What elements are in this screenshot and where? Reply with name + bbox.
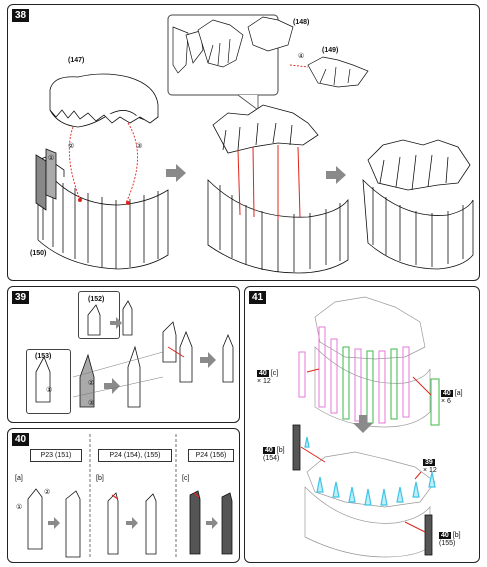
step-40-badge: 40	[12, 433, 30, 446]
progress-arrow-2	[326, 166, 346, 184]
circled-40-1: ①	[16, 504, 23, 511]
sub-a: [a]	[15, 475, 23, 482]
progress-arrow-1	[166, 164, 186, 182]
label-153: (153)	[35, 353, 52, 360]
step-38-panel: 38	[7, 4, 480, 281]
left-tower-drawing	[35, 148, 169, 270]
label-147: (147)	[68, 57, 85, 64]
step-39-illustration	[35, 300, 234, 408]
label-149: (149)	[322, 47, 339, 54]
ref-box-b: P24 (154), (155)	[98, 449, 172, 462]
step-39-panel: 39 (152) (153) ① ② ③	[7, 286, 240, 423]
step-40-illustration	[27, 434, 233, 559]
label-148: (148)	[293, 19, 310, 26]
circled-2: ②	[68, 143, 75, 150]
tag-39: 39 × 12	[423, 459, 437, 474]
piece-147-drawing	[49, 73, 159, 128]
ref-box-c: P24 (156)	[188, 449, 234, 462]
finished-tower-drawing	[362, 139, 474, 270]
step-39-badge: 39	[12, 291, 30, 304]
tag-b-155: 40 [b] (155)	[439, 532, 461, 547]
step-40-panel: 40 P23 (151) P24 (154), (155) P24 (156) …	[7, 428, 240, 563]
ref-box-a: P23 (151)	[30, 449, 82, 462]
tag-a: 40 [a] × 6	[441, 390, 463, 405]
step-38-badge: 38	[12, 9, 30, 22]
circled-3: ③	[136, 143, 143, 150]
sub-c: [c]	[182, 475, 190, 482]
circled-1: ①	[48, 155, 55, 162]
circled-39-1: ①	[46, 387, 53, 394]
progress-arrow-down	[353, 415, 373, 433]
tag-c: 40 [c] × 12	[257, 370, 279, 385]
circled-4: ④	[298, 53, 305, 60]
step-41-badge: 41	[249, 291, 267, 304]
circled-40-2: ②	[44, 489, 51, 496]
step-41-panel: 41	[244, 286, 480, 563]
step-41-illustration	[292, 296, 440, 558]
circled-39-3: ③	[88, 400, 95, 407]
step-38-illustration	[35, 14, 474, 274]
label-152: (152)	[88, 296, 105, 303]
circled-39-2: ②	[88, 380, 95, 387]
label-150: (150)	[30, 250, 47, 257]
part-153-inset	[26, 349, 71, 414]
sub-b: [b]	[96, 475, 104, 482]
tag-b-154: 40 [b] (154)	[263, 447, 285, 462]
